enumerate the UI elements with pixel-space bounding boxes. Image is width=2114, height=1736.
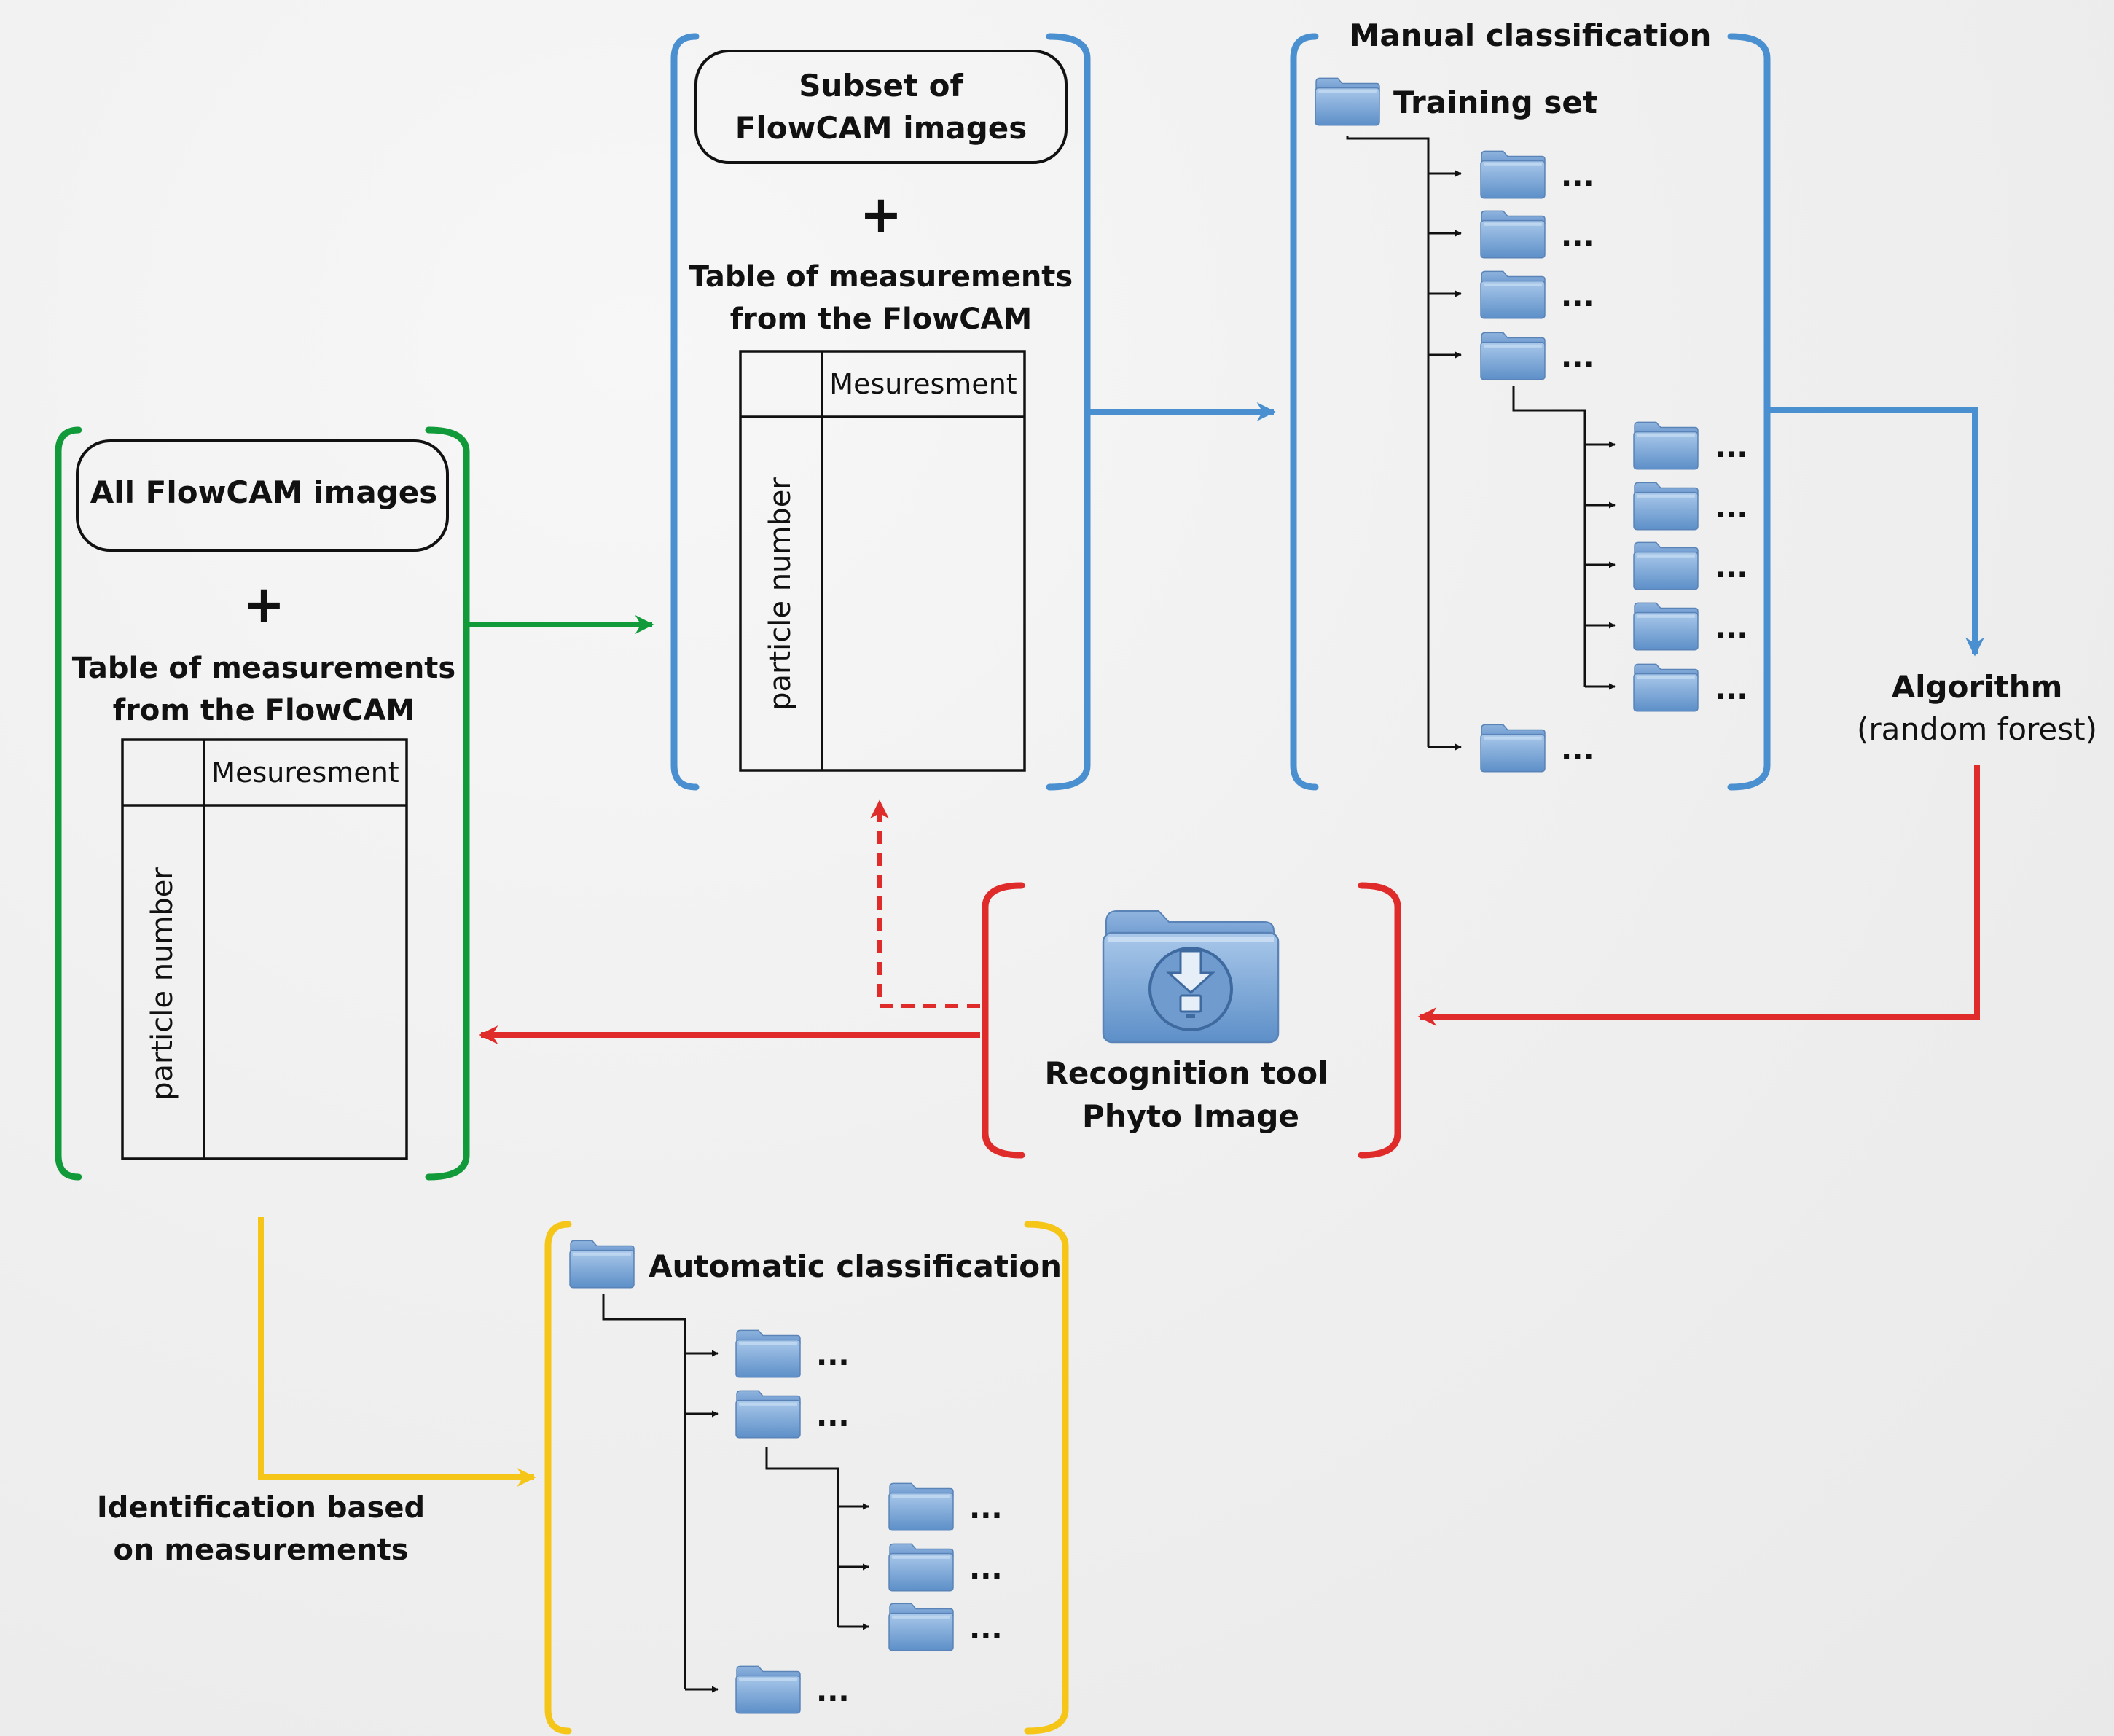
ellipsis: ... (1715, 611, 1748, 645)
algorithm-label: Algorithm (1892, 669, 2063, 705)
green-bracket-right (425, 426, 470, 1181)
red-bracket-right (1358, 882, 1401, 1159)
phyto-image-download-folder-icon (1102, 910, 1280, 1044)
yellow-arrow-to-automatic (258, 1217, 536, 1487)
ellipsis: ... (816, 1675, 850, 1708)
manual-classification-group: Manual classification Training set ... .… (1290, 17, 1771, 791)
folder-icon (735, 1665, 801, 1714)
folder-icon (1633, 482, 1699, 531)
all-images-box (76, 439, 449, 552)
manual-bracket-left (1290, 33, 1319, 791)
ellipsis: ... (1715, 431, 1748, 464)
blue-bracket-left (670, 33, 700, 791)
ellipsis: ... (1561, 733, 1594, 767)
ellipsis: ... (1561, 219, 1594, 253)
ellipsis: ... (969, 1612, 1003, 1646)
recognition-group: Recognition tool Phyto Image (982, 882, 1401, 1159)
ellipsis: ... (1715, 491, 1748, 525)
folder-icon (1480, 724, 1546, 773)
red-dashed-arrow-to-subset (870, 799, 980, 1008)
ellipsis: ... (1561, 280, 1594, 313)
green-bracket-left (55, 426, 82, 1181)
table-title-line2: from the FlowCAM (730, 302, 1032, 336)
table-title-line1: Table of measurements (72, 652, 455, 685)
yellow-bracket-left (544, 1221, 572, 1735)
folder-icon (888, 1603, 954, 1651)
identification-label-line1: Identification based (97, 1491, 425, 1525)
blue-arrow-to-algorithm (1769, 407, 1984, 657)
manual-subfolders: ... ... ... ... ... ... ... ... ... ... (1480, 150, 1748, 773)
manual-bracket-right (1727, 33, 1771, 791)
folder-icon (735, 1329, 801, 1378)
folder-icon (1633, 663, 1699, 712)
measurement-table: Mesuresment particle number (739, 350, 1026, 772)
subset-label-line2: FlowCAM images (735, 110, 1027, 146)
ellipsis: ... (1715, 673, 1748, 706)
table-row-header: particle number (146, 867, 179, 1100)
plus-sign: + (243, 574, 286, 634)
ellipsis: ... (1715, 551, 1748, 584)
ellipsis: ... (1561, 341, 1594, 375)
folder-icon (1480, 210, 1546, 259)
table-col-header: Mesuresment (829, 368, 1017, 400)
folder-icon (1480, 270, 1546, 319)
automatic-tree (602, 1294, 869, 1693)
ellipsis: ... (969, 1552, 1003, 1586)
manual-tree (1346, 136, 1616, 751)
folder-icon (735, 1390, 801, 1439)
blue-bracket-right (1046, 33, 1091, 791)
algorithm-sublabel: (random forest) (1857, 711, 2097, 747)
ellipsis: ... (816, 1339, 850, 1372)
folder-icon (888, 1482, 954, 1531)
ellipsis: ... (1561, 160, 1594, 193)
folder-icon (1633, 421, 1699, 470)
ellipsis: ... (816, 1399, 850, 1433)
automatic-classification-group: Automatic classification ... ... ... ...… (544, 1221, 1069, 1735)
identification-label-line2: on measurements (113, 1533, 408, 1567)
automatic-subfolders: ... ... ... ... ... ... (735, 1329, 1003, 1714)
folder-icon (1633, 602, 1699, 651)
ellipsis: ... (969, 1492, 1003, 1525)
red-arrow-to-recognition (1417, 765, 1980, 1026)
measurement-table: Mesuresment particle number (121, 738, 408, 1160)
plus-sign: + (860, 184, 903, 244)
manual-classification-title: Manual classification (1350, 17, 1712, 53)
green-group: All FlowCAM images + Table of measuremen… (55, 426, 470, 1181)
automatic-folder-icon (569, 1240, 635, 1289)
recognition-label-line1: Recognition tool (1045, 1055, 1328, 1091)
all-images-label: All FlowCAM images (90, 474, 437, 510)
training-set-label: Training set (1393, 85, 1597, 120)
red-bracket-left (982, 882, 1025, 1159)
folder-icon (1633, 541, 1699, 590)
automatic-classification-title: Automatic classification (649, 1248, 1062, 1284)
folder-icon (1480, 332, 1546, 380)
folder-icon (1480, 150, 1546, 199)
table-title-line1: Table of measurements (689, 260, 1073, 294)
yellow-bracket-right (1024, 1221, 1069, 1735)
subset-label-line1: Subset of (799, 68, 963, 103)
folder-icon (888, 1543, 954, 1592)
table-title-line2: from the FlowCAM (113, 694, 415, 727)
recognition-label-line2: Phyto Image (1082, 1098, 1299, 1134)
training-set-folder-icon (1315, 77, 1380, 126)
blue-subset-group: Subset of FlowCAM images + Table of meas… (670, 33, 1091, 791)
table-row-header: particle number (764, 477, 797, 711)
subset-images-box (694, 50, 1068, 164)
table-col-header: Mesuresment (211, 756, 399, 789)
